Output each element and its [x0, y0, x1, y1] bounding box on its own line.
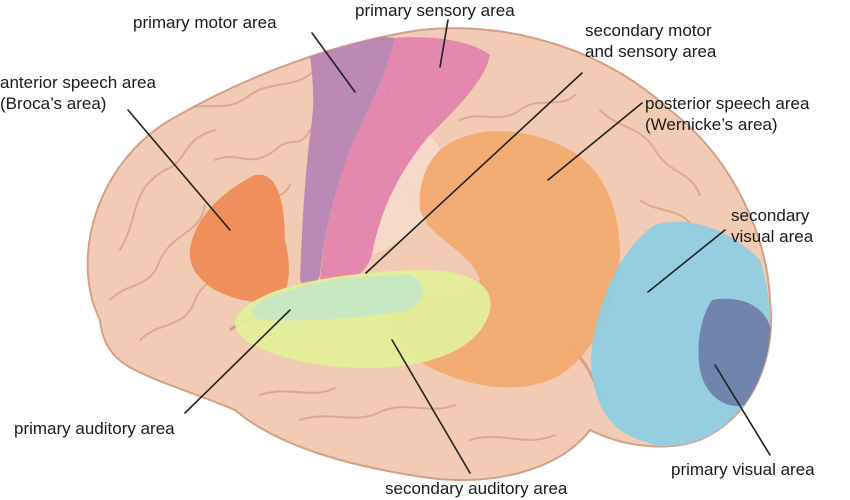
primary-auditory-area: [251, 275, 424, 321]
label-anterior-speech-area: anterior speech area (Broca’s area): [0, 72, 156, 114]
label-secondary-auditory-area: secondary auditory area: [385, 479, 568, 498]
leader-secondary-auditory: [391, 339, 471, 474]
leader-anterior-speech: [127, 109, 231, 231]
leader-posterior-speech: [547, 102, 643, 181]
label-primary-sensory-area: primary sensory area: [355, 1, 515, 20]
label-secondary-motor-sensory-area: secondary motor and sensory area: [585, 20, 716, 62]
primary-motor-area: [300, 37, 395, 287]
secondary-motor-sensory-area: [372, 135, 446, 255]
label-anterior-speech-line2: (Broca’s area): [0, 94, 107, 113]
label-primary-auditory-area: primary auditory area: [14, 419, 175, 438]
label-primary-visual-area: primary visual area: [671, 460, 815, 479]
label-primary-motor-area: primary motor area: [133, 13, 277, 32]
leader-primary-auditory: [184, 309, 291, 414]
label-secondary-motor-line1: secondary motor: [585, 21, 712, 40]
leader-lines: [127, 19, 771, 474]
primary-sensory-area: [320, 37, 490, 282]
label-posterior-speech-line2: (Wernicke’s area): [645, 115, 778, 134]
leader-secondary-motor-sensory: [365, 72, 583, 274]
label-secondary-motor-line2: and sensory area: [585, 42, 717, 61]
label-posterior-speech-area: posterior speech area (Wernicke’s area): [645, 93, 809, 135]
label-secondary-visual-line2: visual area: [731, 227, 814, 246]
anterior-speech-area: [189, 174, 289, 302]
primary-visual-area: [698, 298, 772, 406]
label-anterior-speech-line1: anterior speech area: [0, 73, 156, 92]
leader-primary-motor: [311, 32, 356, 93]
leader-primary-visual: [714, 364, 771, 456]
label-secondary-visual-line1: secondary: [731, 206, 810, 225]
leader-secondary-visual: [647, 229, 726, 293]
label-posterior-speech-line1: posterior speech area: [645, 94, 810, 113]
label-secondary-visual-area: secondary visual area: [731, 205, 813, 247]
leader-primary-sensory: [439, 19, 449, 68]
